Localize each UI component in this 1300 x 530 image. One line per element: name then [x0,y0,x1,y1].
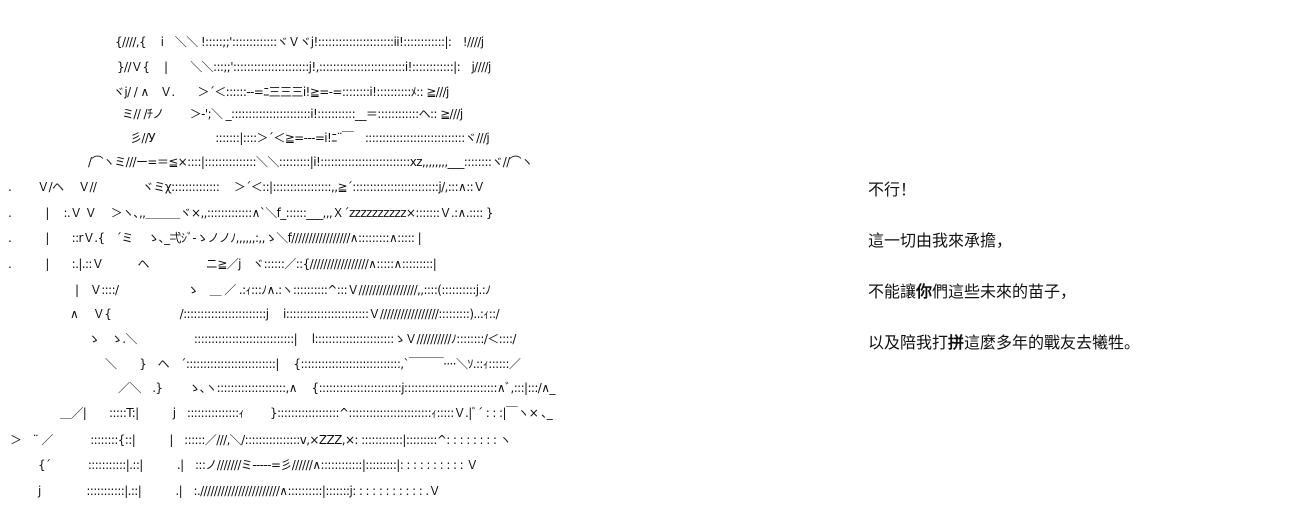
ascii-art-line: ヾj/ / ∧ Ｖ. ＞´＜::::::‐-=ﾆ三三三i!≧=‐=:::::::… [113,85,449,99]
dialogue-line-1: 不行！ [868,180,917,199]
ascii-art-line: j :::::::::::|.::| .| :.////////////////… [38,484,441,498]
ascii-art-line: ＼ } ヘ ´::::::::::::::::::::::::::| {::::… [105,357,521,371]
ascii-art-line: }//Ｖ{ | ＼＼:::;;'::::::::::::::::::::::j!… [117,60,491,74]
ascii-art-line: . | ::rＶ.{ ´ミ ゝ､_弌ｼﾞ‐ゝノノﾉ,,,,,,:,,ゝ＼f///… [8,231,422,245]
ascii-art: {////,{ i ＼＼ !:::::;;':::::::::::::ヾＶヾj!… [8,35,555,498]
dialogue-text-bold: 拼 [948,333,965,352]
dialogue-text: 不能讓 [868,282,917,301]
ascii-art-line: {´ :::::::::::|.::| .| :::ノ///////ミ‐‐‐‐‐… [38,458,478,472]
dialogue-text: 們這些未來的苗子， [932,282,1077,301]
ascii-art-line: ゝ ゝ.＼ :::::::::::::::::::::::::::::| l::… [88,332,516,346]
dialogue-line-3: 不能讓你們這些未來的苗子， [868,282,1076,302]
ascii-art-line: ＞ ¨ ／ ::::::::{::| | ::::::／///,＼/::::::… [10,433,512,447]
ascii-art-line: . | :.Ｖ Ｖ ＞ヽ､,,＿＿＿ヾ×,,:::::::::::::∧`＼f_… [8,206,494,220]
dialogue-text-bold: 你 [916,282,933,301]
ascii-art-line: {////,{ i ＼＼ !:::::;;':::::::::::::ヾＶヾj!… [115,35,484,49]
ascii-art-line: | Ｖ::::/ ゝ ＿ ／ .:ｨ:::ﾉ∧.:ヽ::::::::::^:::… [75,283,491,297]
dialogue-line-4: 以及陪我打拼這麼多年的戰友去犧牲。 [868,333,1140,353]
ascii-art-line: . Ｖ/ヘ Ｖ// ヾミχ:::::::::::::: ＞´＜::|::::::… [8,180,485,194]
ascii-art-line: /⌒ヽミ///ー=＝≦×::::|:::::::::::::::＼＼::::::… [88,155,533,169]
ascii-art-line: ∧ Ｖ{ /::::::::::::::::::::::::j i:::::::… [70,307,500,321]
dialogue-line-2: 這一切由我來承擔， [868,231,1013,250]
ascii-art-line: ／＼ .} ゝ､ヽ::::::::::::::::::::,∧ {:::::::… [118,381,555,395]
ascii-art-line: ＿／| :::::T:| j :::::::::::::::ｨ }:::::::… [60,406,553,420]
ascii-art-line: 彡//У :::::::|::::＞´＜≧=‐‐-=i!ﾆ¨￣ ::::::::… [130,131,490,145]
dialogue-text: 這麼多年的戰友去犧牲。 [964,333,1141,352]
dialogue-text: 以及陪我打 [868,333,949,352]
ascii-art-line: ミ// /ﾁノ ＞‐';＼ _:::::::::::::::::::::::i!… [122,107,463,121]
ascii-art-line: . | :.|.::Ｖ ヘ ニ≧／j ヾ::::::／::{//////////… [8,257,437,271]
